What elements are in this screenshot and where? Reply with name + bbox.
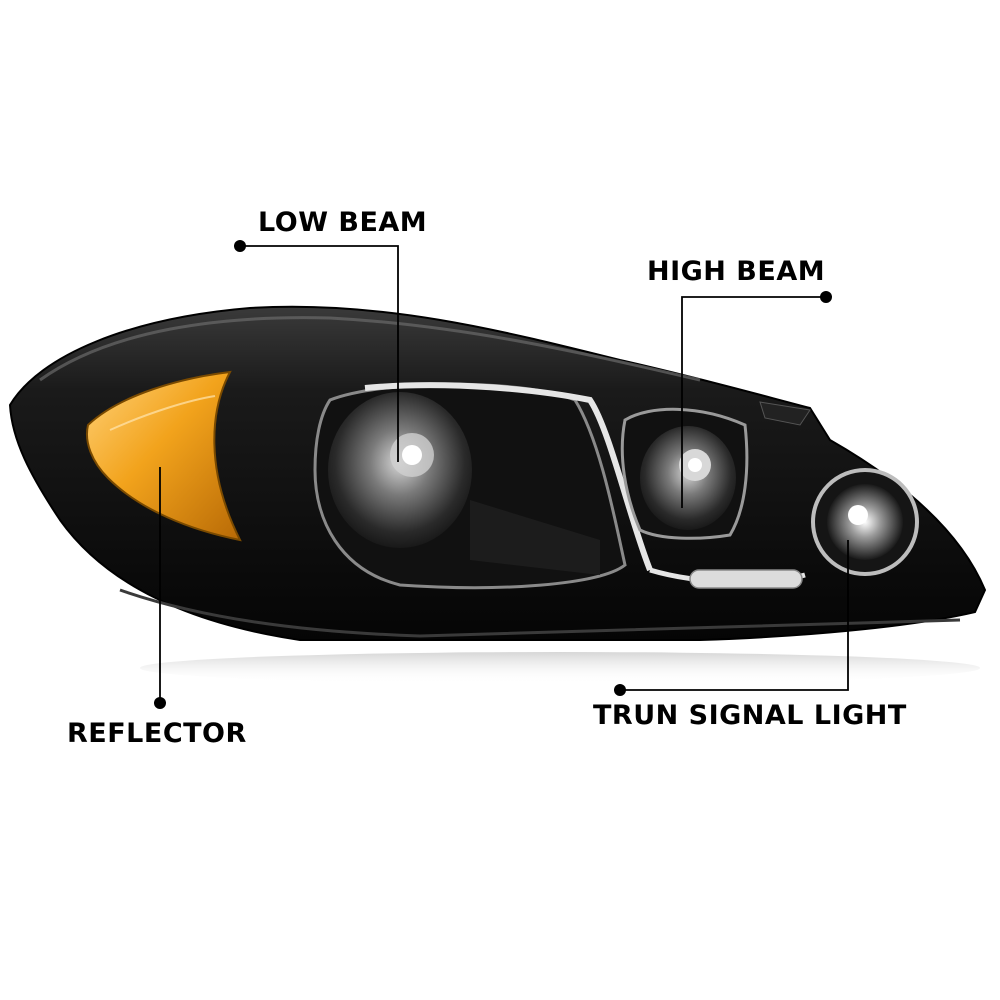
amber-reflector (86, 370, 242, 542)
reflector-label: REFLECTOR (67, 718, 247, 749)
callout-dots (154, 240, 832, 709)
high-beam-label: HIGH BEAM (647, 256, 826, 287)
callout-lines (159, 245, 849, 703)
projector-ring (811, 468, 919, 576)
low-beam-label: LOW BEAM (258, 207, 428, 238)
floor-reflection (140, 652, 980, 684)
low-beam-dot (234, 240, 246, 252)
low-beam-lens (313, 382, 627, 590)
turn-signal-dot (614, 684, 626, 696)
turn-signal-strip (689, 569, 803, 589)
reflector-dot (154, 697, 166, 709)
high-beam-lens (620, 407, 749, 540)
high-beam-dot (820, 291, 832, 303)
turn-signal-label: TRUN SIGNAL LIGHT (593, 700, 907, 731)
